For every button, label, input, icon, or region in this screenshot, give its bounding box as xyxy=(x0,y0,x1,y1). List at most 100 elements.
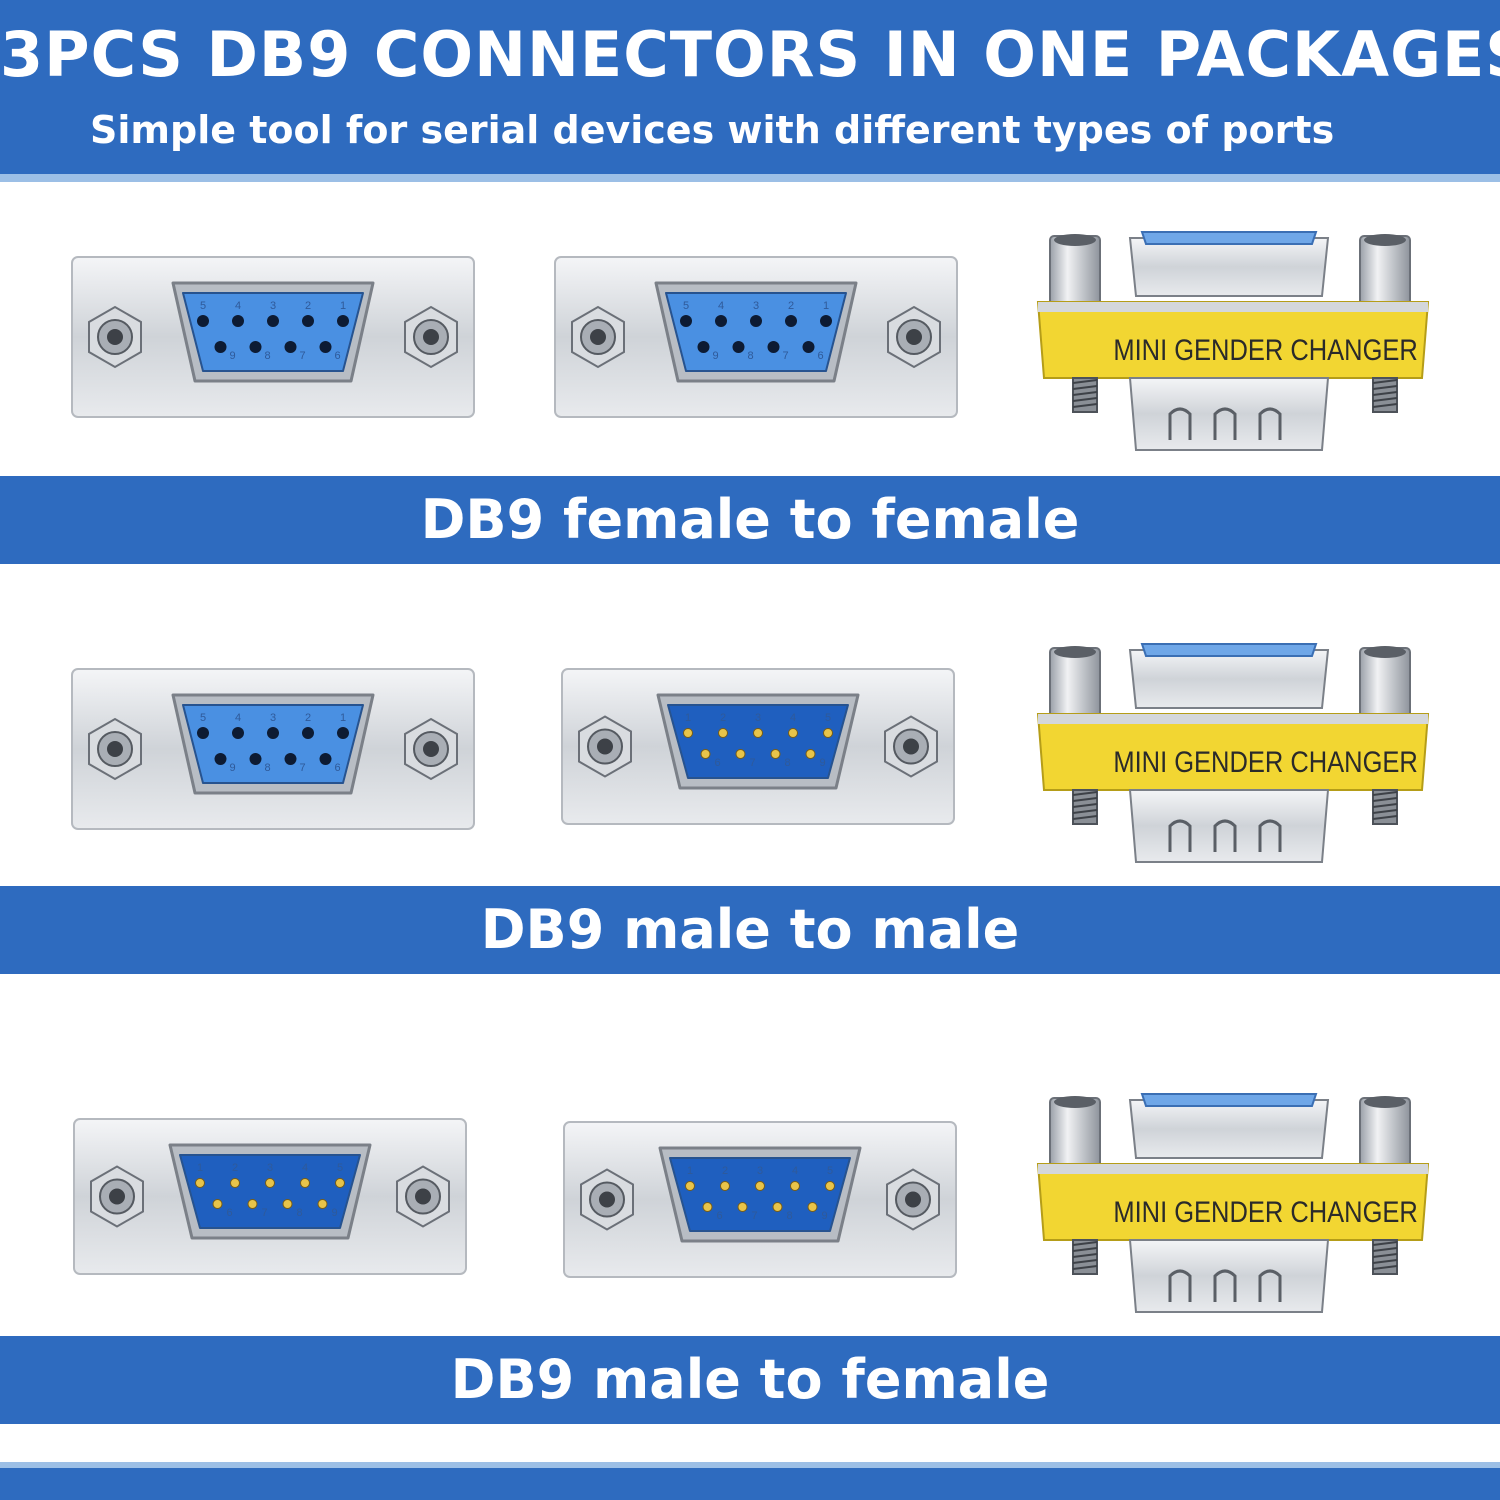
thread-line xyxy=(1372,815,1398,820)
category-label: DB9 male to female xyxy=(450,1348,1050,1411)
pin-number: 2 xyxy=(305,712,311,724)
thread-line xyxy=(1372,1241,1398,1246)
standoff-hole-icon xyxy=(1364,646,1406,658)
pin-icon xyxy=(197,315,209,327)
thread-line xyxy=(1372,809,1398,814)
pin-number: 8 xyxy=(296,1207,302,1219)
pin-number: 9 xyxy=(331,1207,337,1219)
pin-icon xyxy=(807,1202,818,1212)
standoff-icon xyxy=(1049,235,1101,307)
pin-number: 5 xyxy=(200,712,206,724)
thread-line xyxy=(1372,403,1398,408)
screw-center-icon xyxy=(107,329,123,345)
pin-number: 9 xyxy=(712,350,718,362)
pin-icon xyxy=(790,1181,800,1191)
standoff-hole-icon xyxy=(1054,646,1096,658)
band-rim xyxy=(1038,1164,1428,1174)
pin-icon xyxy=(267,727,279,739)
changer-label-text: MINI GENDER CHANGER xyxy=(1113,1195,1417,1228)
pin-icon xyxy=(232,315,244,327)
pin-icon xyxy=(302,727,314,739)
pin-number: 1 xyxy=(687,1165,693,1177)
pin-icon xyxy=(249,753,262,765)
screw-center-icon xyxy=(109,1188,125,1205)
pin-icon xyxy=(753,728,763,738)
category-band xyxy=(0,476,1500,564)
thread-line xyxy=(1072,403,1098,408)
thread-line xyxy=(1372,797,1398,802)
pin-number: 1 xyxy=(340,300,346,312)
pin-icon xyxy=(735,749,746,759)
screw-center-icon xyxy=(597,738,613,755)
thread-line xyxy=(1372,1253,1398,1258)
male-insert xyxy=(669,1157,851,1232)
female-insert xyxy=(1140,1093,1318,1107)
pin-number: 4 xyxy=(792,1165,798,1177)
screw-center-icon xyxy=(415,1188,431,1205)
pin-number: 9 xyxy=(229,762,235,774)
pin-icon xyxy=(317,1199,328,1209)
pin-number: 6 xyxy=(817,350,823,362)
pin-icon xyxy=(788,728,798,738)
pin-number: 4 xyxy=(235,712,241,724)
pin-number: 2 xyxy=(720,712,726,724)
thread-line xyxy=(1072,809,1098,814)
pin-icon xyxy=(265,1178,275,1188)
pin-icon xyxy=(755,1181,765,1191)
standoff-icon xyxy=(1049,1097,1101,1169)
d-sub-shell xyxy=(1128,377,1330,451)
pin-number: 1 xyxy=(340,712,346,724)
pin-number: 8 xyxy=(264,762,270,774)
pin-number: 3 xyxy=(270,300,276,312)
male-insert xyxy=(179,1154,361,1229)
pin-number: 1 xyxy=(685,712,691,724)
thread-line xyxy=(1372,397,1398,402)
pin-icon xyxy=(720,1181,730,1191)
thread-line xyxy=(1072,385,1098,390)
pin-icon xyxy=(230,1178,240,1188)
thread-line xyxy=(1072,1265,1098,1270)
pin-slot-icon xyxy=(1168,1269,1192,1302)
thread-line xyxy=(1372,385,1398,390)
pin-icon xyxy=(195,1178,205,1188)
header-divider xyxy=(0,174,1500,182)
pin-icon xyxy=(284,341,297,353)
pin-number: 6 xyxy=(226,1207,232,1219)
gender-changer-image: MINI GENDER CHANGER xyxy=(1036,643,1430,863)
pin-number: 3 xyxy=(757,1165,763,1177)
female-insert xyxy=(1140,231,1318,245)
pin-icon xyxy=(802,341,815,353)
screw-center-icon xyxy=(590,329,606,345)
male-insert xyxy=(667,704,849,779)
gender-changer-image: MINI GENDER CHANGER xyxy=(1036,1093,1430,1313)
pin-number: 4 xyxy=(302,1162,308,1174)
gender-changer-image: MINI GENDER CHANGER xyxy=(1036,231,1430,451)
pin-icon xyxy=(197,727,209,739)
thread-line xyxy=(1072,397,1098,402)
female-insert xyxy=(182,704,364,784)
thread-line xyxy=(1072,379,1098,384)
pin-icon xyxy=(702,1202,713,1212)
pin-number: 7 xyxy=(749,757,755,769)
pin-slot-icon xyxy=(1258,819,1282,852)
pin-number: 6 xyxy=(334,350,340,362)
pin-number: 5 xyxy=(337,1162,343,1174)
thread-line xyxy=(1072,803,1098,808)
d-sub-shell xyxy=(1128,1099,1330,1159)
band-rim xyxy=(1038,714,1428,724)
pin-number: 2 xyxy=(722,1165,728,1177)
pin-icon xyxy=(718,728,728,738)
d-sub-shell xyxy=(1128,649,1330,709)
pin-icon xyxy=(337,727,349,739)
pin-number: 5 xyxy=(683,300,689,312)
pin-slot-icon xyxy=(1168,407,1192,440)
thread-line xyxy=(1372,803,1398,808)
screw-center-icon xyxy=(905,1191,921,1208)
pin-icon xyxy=(232,727,244,739)
pin-number: 4 xyxy=(790,712,796,724)
pin-number: 9 xyxy=(821,1210,827,1222)
standoff-hole-icon xyxy=(1364,234,1406,246)
